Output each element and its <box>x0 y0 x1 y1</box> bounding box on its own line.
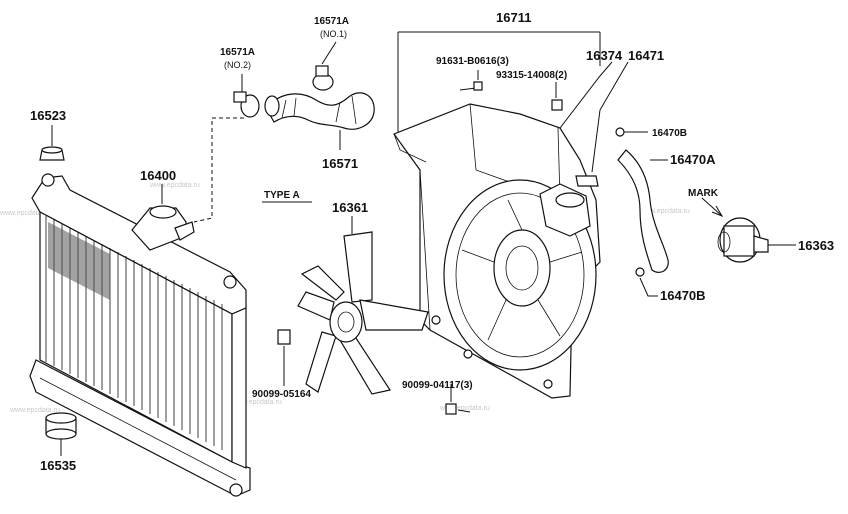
watermark: www.epcdata.ru <box>439 405 490 412</box>
grommet-16523 <box>39 125 65 161</box>
label-16571: 16571 <box>322 156 358 171</box>
label-16470b-bottom: 16470B <box>660 288 706 303</box>
label-16523: 16523 <box>30 108 66 123</box>
label-16363: 16363 <box>798 238 834 253</box>
bracket-16374 <box>575 175 599 187</box>
label-mark: MARK <box>688 188 719 199</box>
overflow-hose-16470a <box>615 127 669 297</box>
watermark: www.epcdata.ru <box>149 182 200 189</box>
label-91631: 91631-B0616(3) <box>436 56 509 67</box>
clamp-no1 <box>312 41 337 91</box>
label-16535: 16535 <box>40 458 76 473</box>
cushion-16535 <box>45 412 77 456</box>
leader-16374 <box>559 61 613 129</box>
nut-90099-05164 <box>277 329 291 386</box>
label-90099-05164: 90099-05164 <box>252 389 311 400</box>
watermark: www.epcdata.ru <box>231 399 282 406</box>
watermark: www.epcdata.ru <box>639 208 690 215</box>
label-16571a-no2: 16571A <box>220 47 255 58</box>
bolt-93315 <box>551 82 563 111</box>
bolt-90099-04117 <box>445 384 471 415</box>
watermark: www.epcdata.ru <box>0 210 50 217</box>
label-16374: 16374 <box>586 48 623 63</box>
label-16571a-no2-sub: (NO.2) <box>224 60 251 70</box>
fan-shroud-16711 <box>393 103 601 399</box>
fan-motor-16363 <box>701 197 796 263</box>
leader-16711-b <box>459 87 477 91</box>
label-16470b-top: 16470B <box>652 128 687 139</box>
label-16470a: 16470A <box>670 152 716 167</box>
leader-16711 <box>397 31 601 132</box>
label-type-a: TYPE A <box>264 190 300 201</box>
label-93315: 93315-14008(2) <box>496 70 567 81</box>
label-16571a-no1-sub: (NO.1) <box>320 29 347 39</box>
upper-hose-16571 <box>265 92 375 150</box>
label-16361: 16361 <box>332 200 368 215</box>
hose-connection-dash <box>193 117 244 223</box>
label-16571a-no1: 16571A <box>314 16 349 27</box>
clamp-no2 <box>233 74 280 118</box>
radiator-assembly <box>29 173 251 497</box>
label-16471: 16471 <box>628 48 664 63</box>
label-16400: 16400 <box>140 168 176 183</box>
watermark: www.epcdata.ru <box>9 407 60 414</box>
label-90099-04117: 90099-04117(3) <box>402 380 473 391</box>
bolt-91631 <box>473 70 483 91</box>
label-16711: 16711 <box>496 10 531 25</box>
leader-16471 <box>591 61 629 173</box>
fan-blade-16361 <box>297 216 429 395</box>
